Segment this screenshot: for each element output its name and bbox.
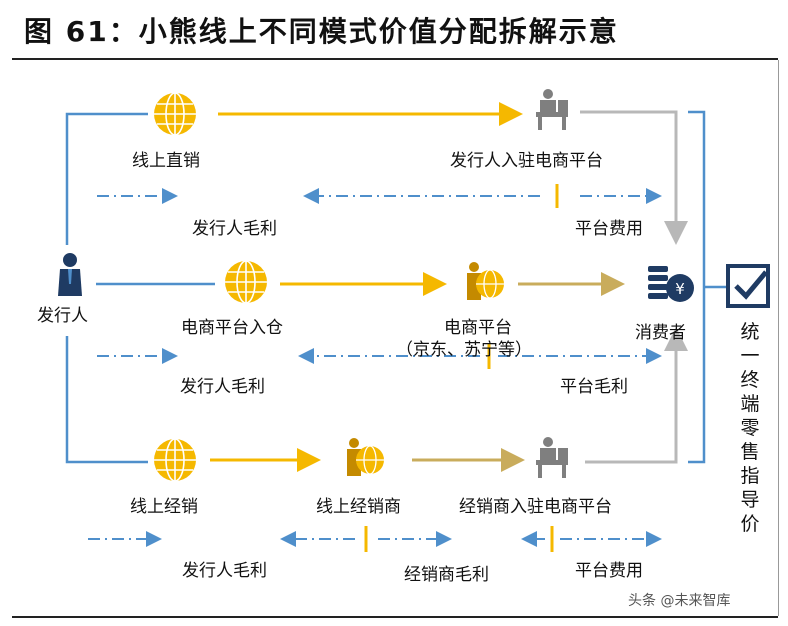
dist-platform-label: 经销商入驻电商平台: [459, 497, 612, 517]
top-rule: [12, 58, 778, 60]
merchant-desk-icon: [536, 89, 568, 130]
online-distributor-label: 线上经销商: [316, 497, 401, 517]
bottom-rule: [12, 616, 778, 618]
merchant-desk-icon: [536, 437, 568, 478]
platform-margin-label: 平台毛利: [560, 377, 628, 397]
value-flow-arrows: [88, 188, 662, 547]
svg-text:¥: ¥: [675, 280, 685, 298]
goods-flow-arrows: [210, 102, 625, 472]
person-globe-icon: [347, 438, 384, 476]
globe-icon: [154, 438, 196, 482]
right-separator: [778, 60, 779, 616]
platform-fee-label-1: 平台费用: [575, 219, 643, 239]
globe-icon: [225, 260, 267, 304]
consumer-label: 消费者: [635, 323, 686, 343]
consumer-bracket: [688, 110, 727, 464]
issuer-margin-label-2: 发行人毛利: [180, 377, 265, 397]
issuer-platform-label: 发行人入驻电商平台: [450, 151, 603, 171]
unified-retail-price-label: 统一终端零售指导价: [740, 321, 760, 535]
globe-icon: [154, 92, 196, 136]
issuer-margin-label-1: 发行人毛利: [192, 219, 277, 239]
platform-fee-label-2: 平台费用: [575, 561, 643, 581]
distributor-margin-label: 经销商毛利: [404, 565, 489, 585]
gray-flow-arrows: [580, 110, 688, 464]
ecom-platform-label: 电商平台: [444, 318, 512, 338]
watermark: 头条 @未来智库: [628, 593, 731, 609]
online-dist-label: 线上经销: [130, 497, 198, 517]
checkbox-icon: [726, 264, 770, 308]
issuer-person-icon: [58, 253, 82, 296]
online-direct-label: 线上直销: [132, 151, 200, 171]
split-ticks: [364, 184, 559, 552]
person-globe-icon: [467, 262, 504, 300]
ecom-warehouse-label: 电商平台入仓: [181, 318, 283, 338]
issuer-label: 发行人: [37, 306, 88, 326]
issuer-connector-lines: [65, 112, 215, 464]
issuer-margin-label-3: 发行人毛利: [182, 561, 267, 581]
consumer-coin-icon: ¥: [648, 266, 694, 302]
ecom-examples-label: （京东、苏宁等）: [396, 340, 532, 360]
page-title: 图 61：小熊线上不同模式价值分配拆解示意: [24, 15, 619, 48]
